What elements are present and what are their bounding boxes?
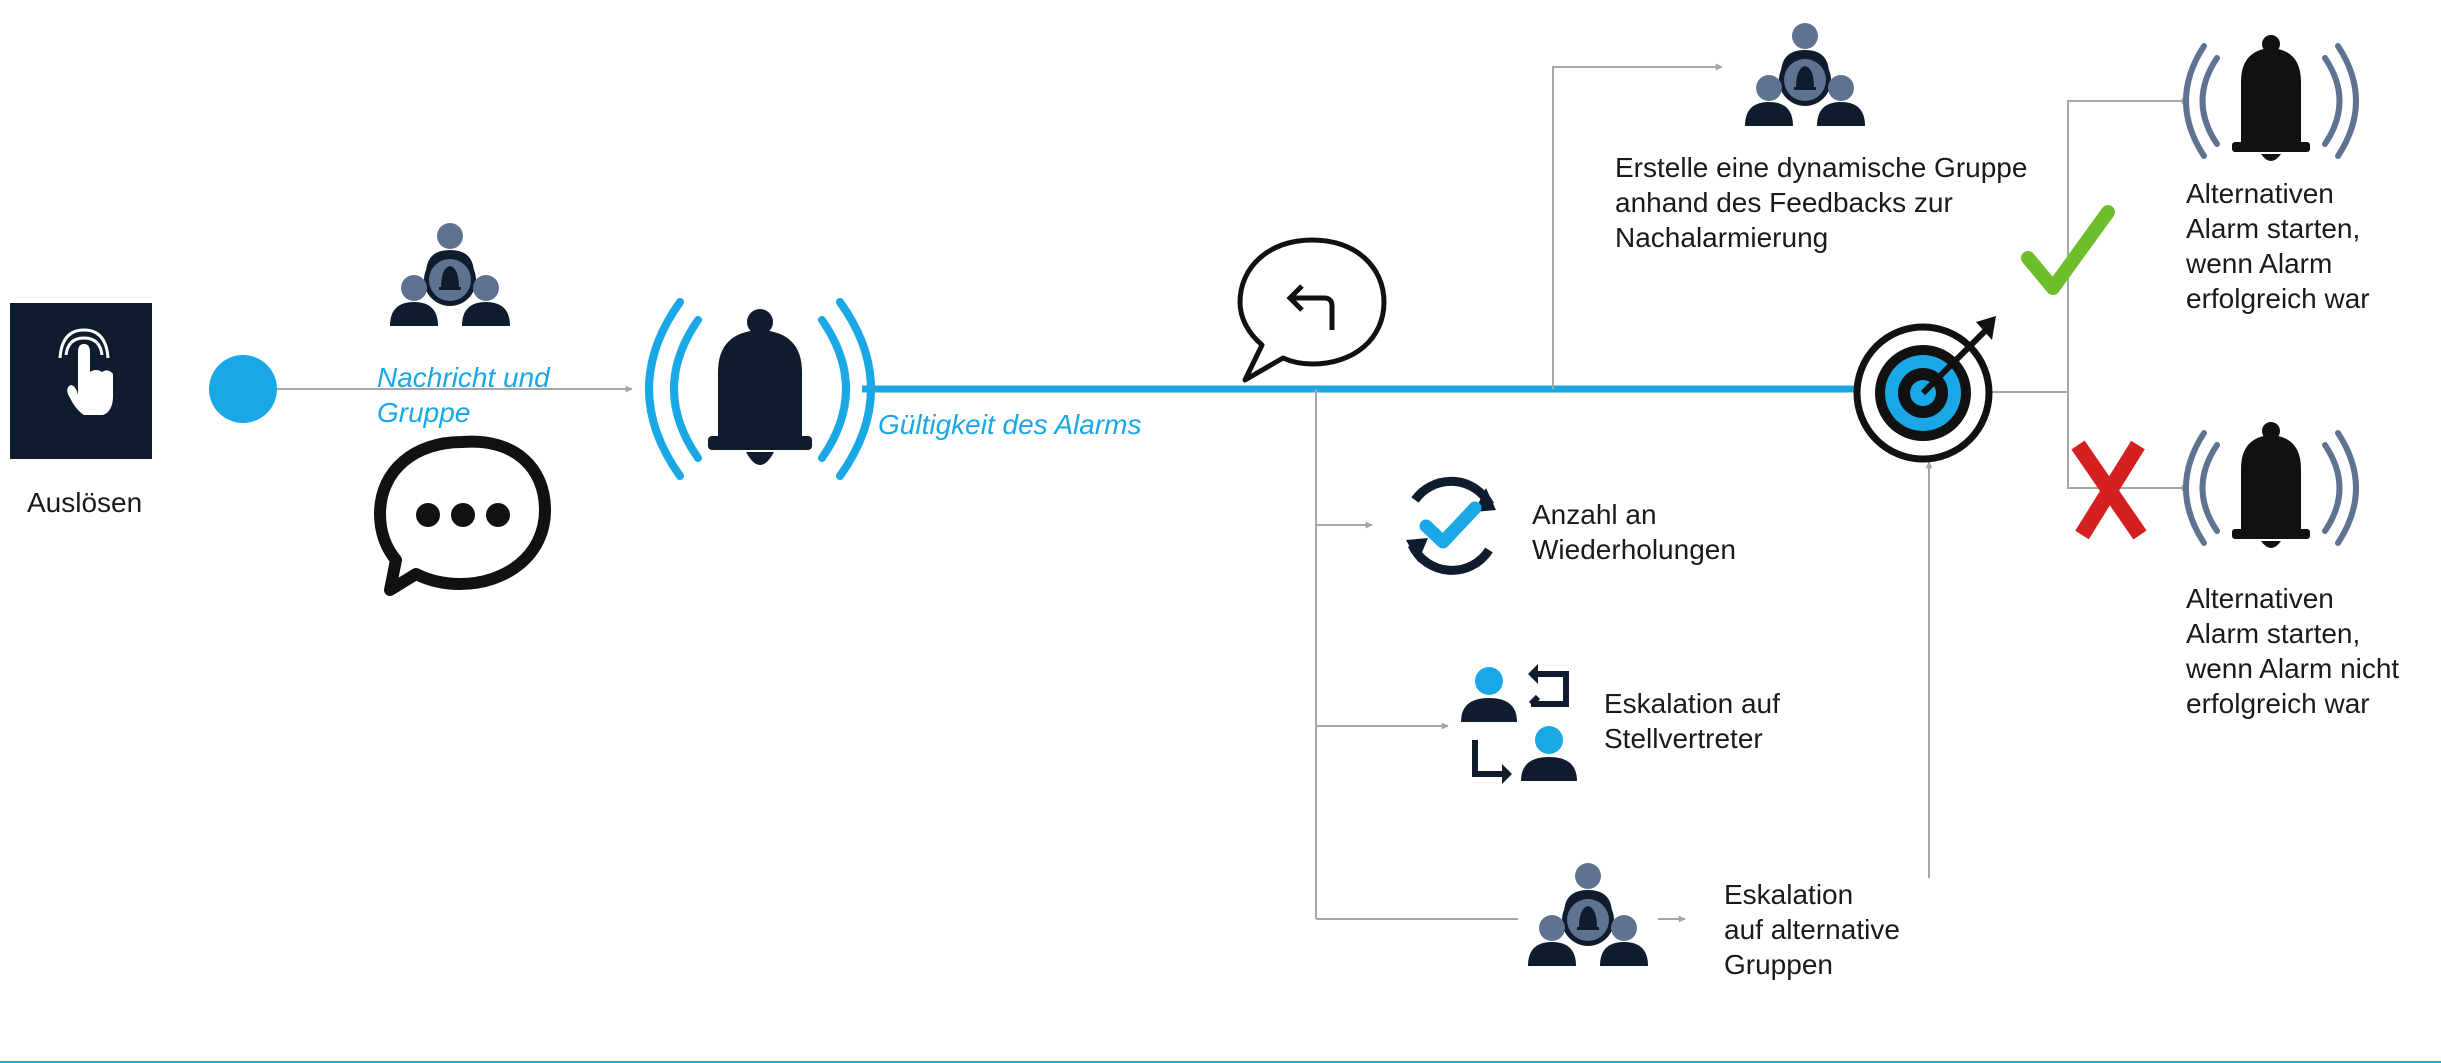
failure-line: Alternativen <box>2186 583 2334 614</box>
dynamic-group-line: Nachalarmierung <box>1615 222 1829 253</box>
target-icon <box>1853 316 1996 463</box>
success-line: erfolgreich war <box>2186 283 2370 314</box>
deputy-label: Eskalation auf Stellvertreter <box>1604 686 1780 756</box>
message-group-line: Nachricht und <box>377 362 550 393</box>
repetitions-label: Anzahl an Wiederholungen <box>1532 497 1736 567</box>
user-swap-icon <box>1461 664 1577 784</box>
group-bell-icon <box>1745 23 1865 126</box>
dynamic-group-line: anhand des Feedbacks zur <box>1615 187 1953 218</box>
ringing-bell-icon <box>2183 35 2359 161</box>
failure-line: wenn Alarm nicht <box>2186 653 2400 684</box>
repetitions-line: Anzahl an <box>1532 499 1657 530</box>
alt-groups-line: Eskalation <box>1724 879 1854 910</box>
deputy-line: Stellvertreter <box>1604 723 1763 754</box>
alt-groups-line: Gruppen <box>1724 949 1833 980</box>
failure-line: erfolgreich war <box>2186 688 2370 719</box>
ringing-bell-icon <box>2183 422 2359 548</box>
alt-groups-label: Eskalation auf alternative Gruppen <box>1724 877 1900 982</box>
message-group-line: Gruppe <box>377 397 471 428</box>
connector-to-dynamic-group <box>1552 63 1723 389</box>
deputy-line: Eskalation auf <box>1604 688 1780 719</box>
cross-icon <box>2071 440 2147 540</box>
success-line: Alarm starten, <box>2186 213 2361 244</box>
success-line: Alternativen <box>2186 178 2334 209</box>
connector-to-failure <box>2067 392 2189 492</box>
message-group-label: Nachricht und Gruppe <box>377 360 550 430</box>
failure-line: Alarm starten, <box>2186 618 2361 649</box>
connectors <box>0 63 2441 1063</box>
group-bell-icon <box>390 223 510 326</box>
dynamic-group-label: Erstelle eine dynamische Gruppe anhand d… <box>1615 150 2027 255</box>
repetitions-line: Wiederholungen <box>1532 534 1736 565</box>
group-bell-icon <box>1528 863 1648 966</box>
validity-label: Gültigkeit des Alarms <box>878 409 1142 440</box>
dynamic-group-line: Erstelle eine dynamische Gruppe <box>1615 152 2028 183</box>
connector-to-success <box>2067 97 2189 392</box>
repeat-check-icon <box>1406 476 1496 575</box>
success-line: wenn Alarm <box>2186 248 2333 279</box>
touch-hand-icon <box>10 303 152 459</box>
reply-bubble-icon <box>1237 237 1387 383</box>
failure-label: Alternativen Alarm starten, wenn Alarm n… <box>2186 581 2399 721</box>
ringing-bell-icon <box>645 298 875 480</box>
chat-dots-icon <box>374 435 551 596</box>
success-label: Alternativen Alarm starten, wenn Alarm e… <box>2186 176 2370 316</box>
trigger-label: Auslösen <box>27 487 143 518</box>
check-icon <box>2021 205 2115 295</box>
alt-groups-line: auf alternative <box>1724 914 1900 945</box>
start-node <box>209 355 277 423</box>
